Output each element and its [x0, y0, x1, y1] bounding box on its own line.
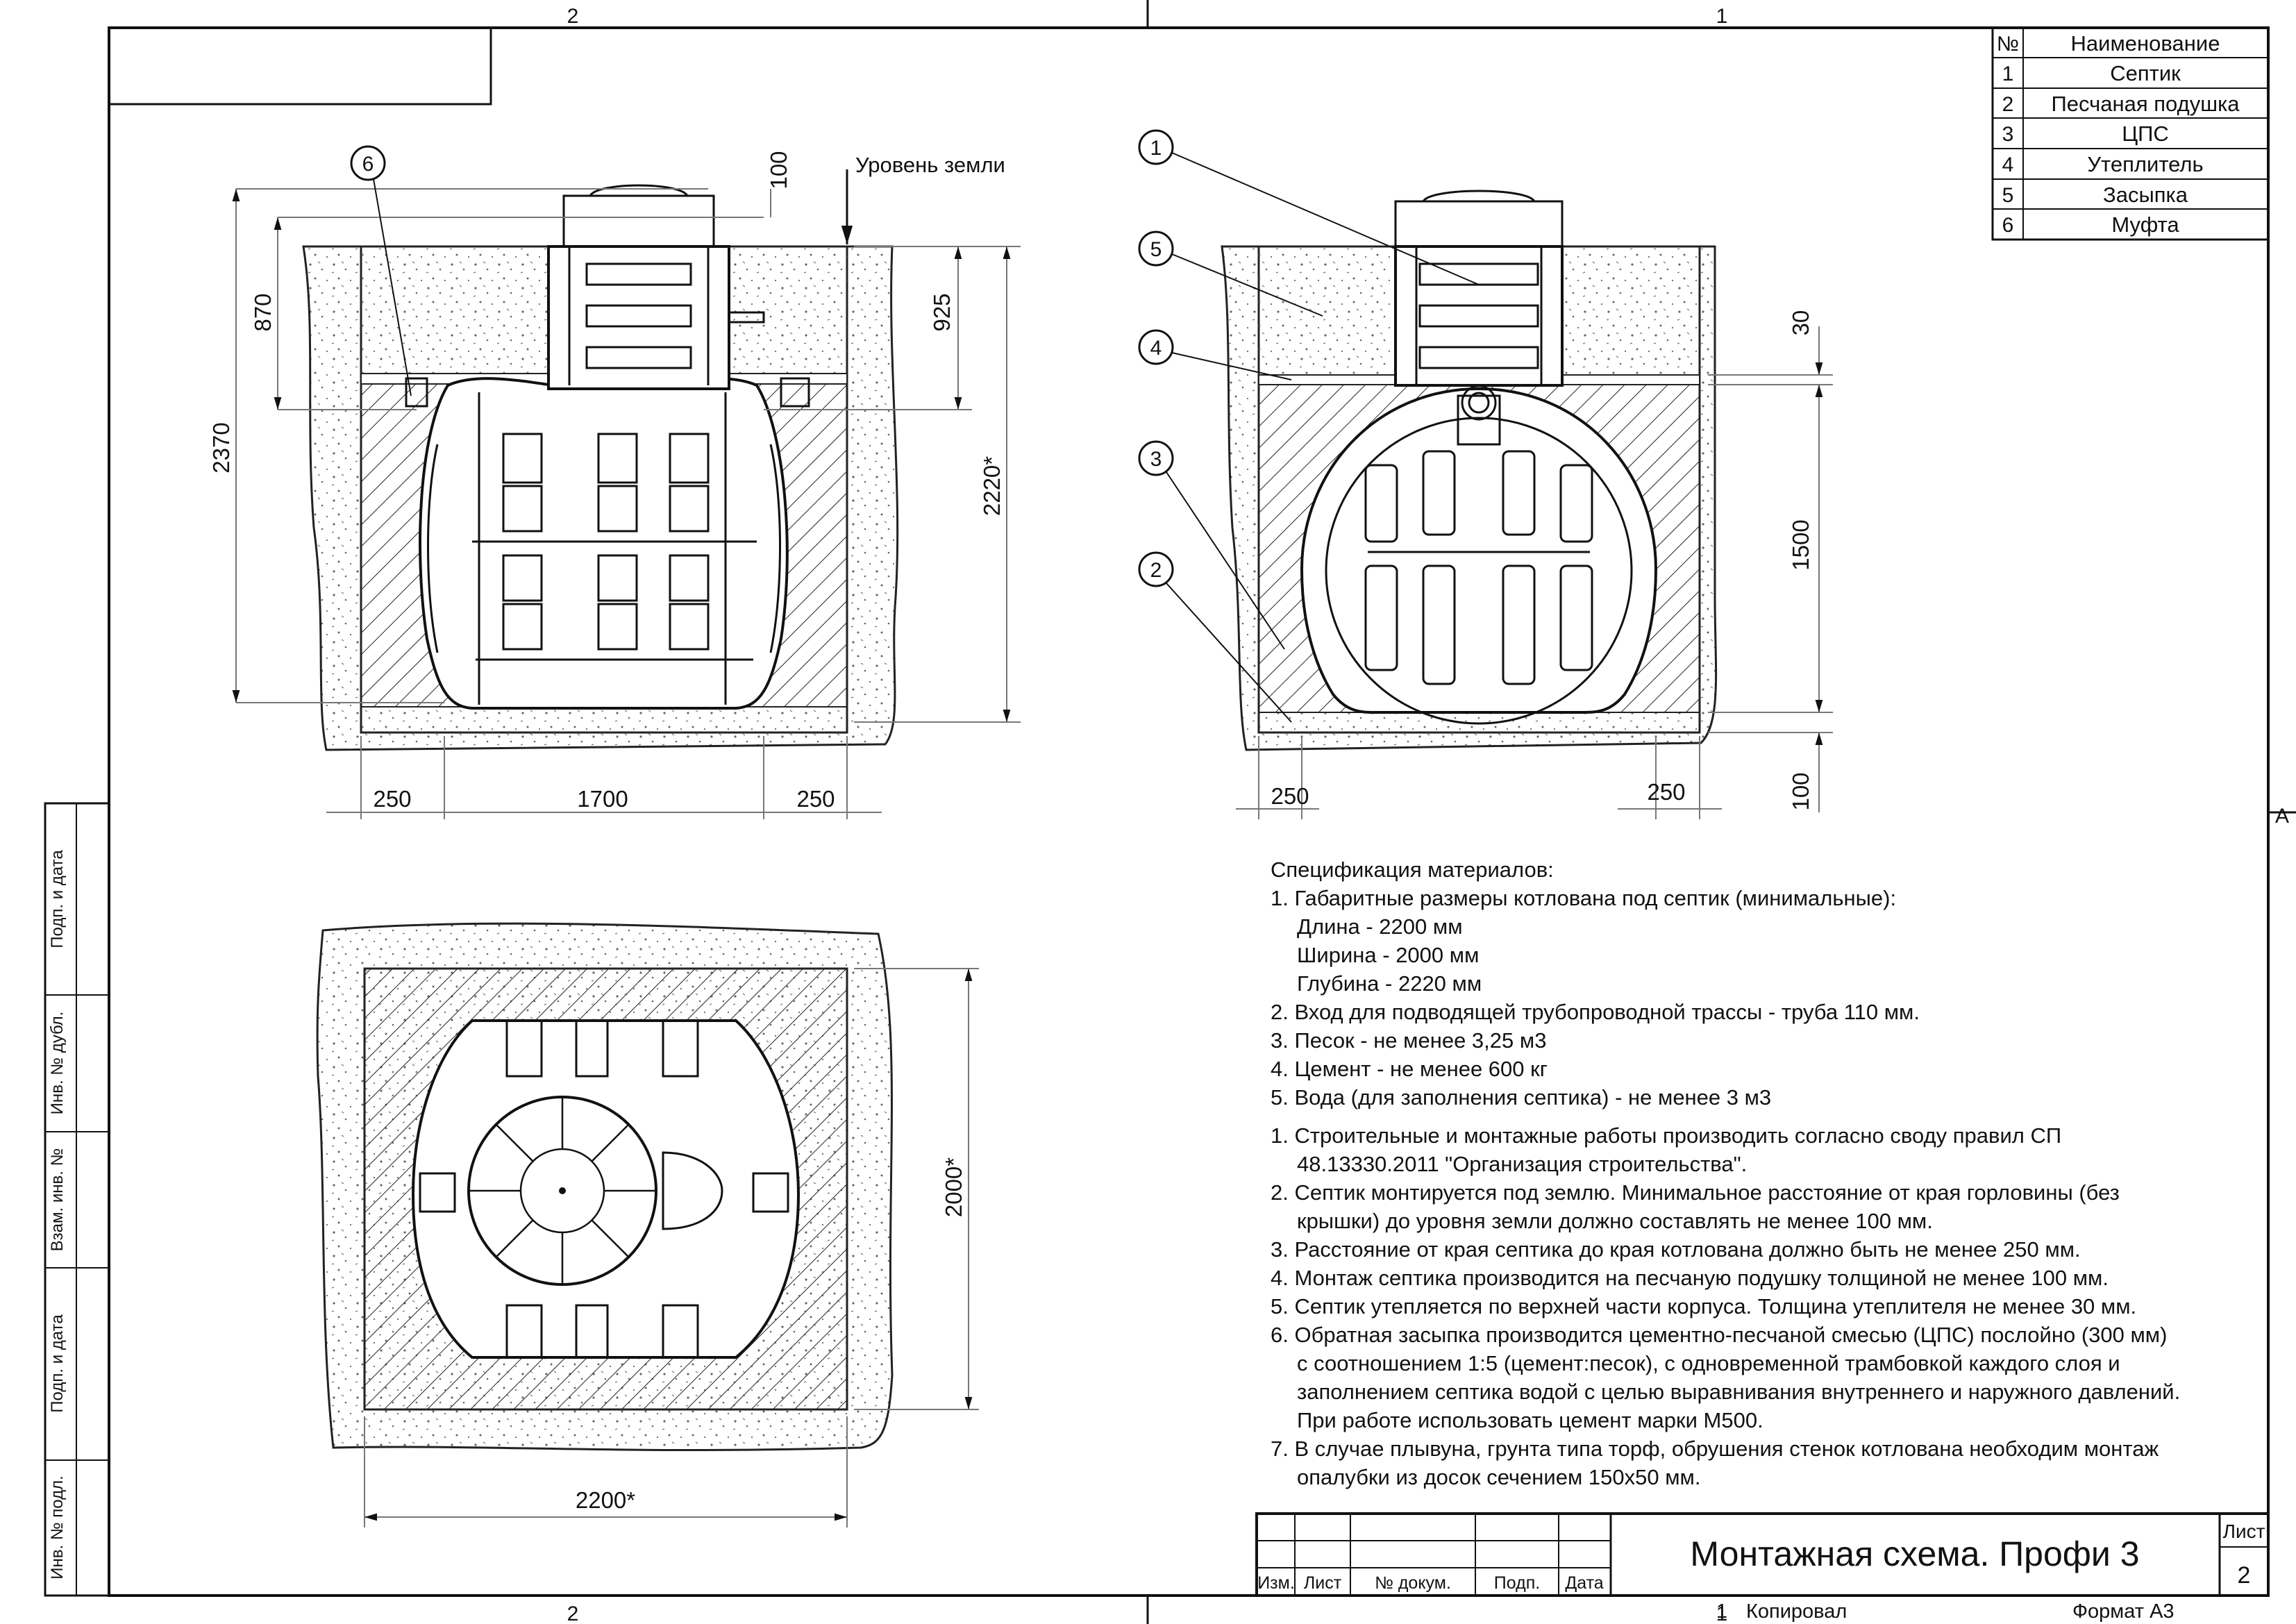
- legend-name-2: Песчаная подушка: [2051, 92, 2240, 116]
- sheet-number: 2: [2238, 1562, 2251, 1589]
- stamp-label-3: Взам. инв. №: [48, 1148, 67, 1252]
- ground-level-label: Уровень земли: [855, 153, 1005, 177]
- legend-num-1: 1: [2002, 62, 2014, 85]
- legend-name-5: Засыпка: [2103, 183, 2188, 207]
- zone-side: A: [2275, 805, 2289, 828]
- note-2-cont: крышки) до уровня земли должно составлят…: [1297, 1209, 1933, 1233]
- note-6-cont-1: с соотношением 1:5 (цемент:песок), с одн…: [1297, 1351, 2120, 1375]
- spec-item-4: 4. Цемент - не менее 600 кг: [1271, 1057, 1548, 1081]
- dim-100-bottom: 100: [1788, 772, 1813, 810]
- sheet-label: Лист: [2223, 1521, 2265, 1542]
- drawing-title: Монтажная схема. Профи 3: [1690, 1534, 2139, 1573]
- spec-item-1: 1. Габаритные размеры котлована под септ…: [1271, 886, 1897, 910]
- front-neck: [1394, 245, 1564, 387]
- legend-num-2: 2: [2002, 93, 2014, 116]
- note-4: 4. Монтаж септика производится на песчан…: [1271, 1266, 2109, 1290]
- legend-num-5: 5: [2002, 184, 2014, 207]
- title-block-col-sign: Подп.: [1494, 1573, 1540, 1593]
- note-6-cont-3: При работе использовать цемент марки М50…: [1297, 1408, 1763, 1432]
- front-tank: [1300, 387, 1658, 714]
- legend-num-4: 4: [2002, 153, 2014, 176]
- specification: Спецификация материалов: 1. Габаритные р…: [1271, 855, 2270, 1491]
- callout-4: 4: [1150, 337, 1162, 360]
- spec-item-depth: Глубина - 2220 мм: [1297, 971, 1482, 996]
- legend-num-3: 3: [2002, 123, 2014, 146]
- spec-item-length: Длина - 2200 мм: [1297, 914, 1463, 939]
- legend-name-3: ЦПС: [2122, 122, 2169, 146]
- legend-num-6: 6: [2002, 214, 2014, 237]
- callout-3: 3: [1150, 448, 1162, 471]
- stamp-label-2: Инв. № дубл.: [48, 1012, 67, 1115]
- side-neck: [547, 245, 730, 390]
- zone-bottom-left: 2: [567, 1602, 579, 1624]
- format-label: Формат А3: [2072, 1600, 2175, 1623]
- title-block: [1255, 1512, 2270, 1597]
- note-1-cont: 48.13330.2011 "Организация строительства…: [1297, 1152, 1748, 1176]
- callout-2: 2: [1150, 559, 1162, 582]
- dim-100-top: 100: [766, 151, 791, 189]
- copy-number: 1: [1716, 1600, 1727, 1623]
- legend-name-6: Муфта: [2111, 212, 2179, 237]
- note-1: 1. Строительные и монтажные работы произ…: [1271, 1123, 2062, 1148]
- note-7-cont: опалубки из досок сечением 150х50 мм.: [1297, 1465, 1701, 1489]
- dim-2200: 2200*: [576, 1487, 635, 1513]
- title-block-col-doc: № докум.: [1375, 1573, 1451, 1593]
- dim-2000: 2000*: [941, 1157, 966, 1217]
- note-5: 5. Септик утепляется по верхней части ко…: [1271, 1294, 2137, 1319]
- side-stamp: Подп. и дата Инв. № дубл. Взам. инв. № П…: [44, 802, 110, 1597]
- spec-item-5: 5. Вода (для заполнения септика) - не ме…: [1271, 1085, 1772, 1110]
- note-7: 7. В случае плывуна, грунта типа торф, о…: [1271, 1437, 2159, 1461]
- dim-870: 870: [250, 293, 276, 331]
- dim-2370: 2370: [208, 422, 234, 473]
- note-3: 3. Расстояние от края септика до края ко…: [1271, 1237, 2081, 1262]
- stamp-label-5: Инв. № подл.: [48, 1475, 67, 1580]
- front-dim-250-left: 250: [1271, 783, 1309, 809]
- title-block-col-izm: Изм.: [1257, 1573, 1295, 1593]
- callout-1: 1: [1150, 137, 1162, 160]
- top-view: 2000* 2200*: [316, 922, 979, 1527]
- front-view: 30 1500 100 250 250 1 5 4 3 2: [1138, 129, 1833, 819]
- callout-6: 6: [362, 153, 374, 176]
- legend-name-4: Утеплитель: [2087, 152, 2203, 176]
- note-2: 2. Септик монтируется под землю. Минимал…: [1271, 1180, 2120, 1205]
- callout-5: 5: [1150, 238, 1162, 261]
- dim-30: 30: [1788, 310, 1813, 336]
- legend-name-1: Септик: [2110, 61, 2181, 85]
- callout-6-circle: [350, 145, 386, 181]
- note-6-cont-2: заполнением септика водой с целью выравн…: [1297, 1380, 2181, 1404]
- zone-top-left: 2: [567, 5, 579, 28]
- title-block-col-date: Дата: [1565, 1573, 1603, 1593]
- legend-header-name: Наименование: [2071, 31, 2220, 56]
- spec-item-3: 3. Песок - не менее 3,25 м3: [1271, 1028, 1547, 1053]
- spec-item-2: 2. Вход для подводящей трубопроводной тр…: [1271, 1000, 1920, 1024]
- zone-bottom-right: 1: [1716, 1602, 1728, 1624]
- zone-top-right: 1: [1716, 5, 1728, 28]
- legend-table: № Наименование 1 Септик 2 Песчаная подуш…: [1991, 26, 2270, 241]
- note-6: 6. Обратная засыпка производится цементн…: [1271, 1323, 2168, 1347]
- dim-2220: 2220*: [979, 456, 1005, 516]
- title-block-col-list: Лист: [1304, 1573, 1342, 1593]
- dim-1500: 1500: [1788, 519, 1813, 570]
- copied-label: Копировал: [1746, 1600, 1847, 1623]
- dim-925: 925: [929, 293, 955, 331]
- legend-header-num: №: [1997, 33, 2019, 56]
- side-sand-cushion: [360, 706, 848, 733]
- stamp-label-4: Подп. и дата: [48, 1314, 67, 1413]
- dim-250-right: 250: [796, 786, 835, 812]
- dim-250-left: 250: [373, 786, 411, 812]
- side-view: Уровень земли 2370 870 100 925 2220* 250: [208, 145, 1021, 819]
- front-dim-250-right: 250: [1647, 779, 1685, 805]
- spec-item-width: Ширина - 2000 мм: [1297, 943, 1480, 967]
- dim-1700: 1700: [577, 786, 628, 812]
- stamp-label-1: Подп. и дата: [48, 850, 67, 948]
- spec-title: Спецификация материалов:: [1271, 857, 1554, 882]
